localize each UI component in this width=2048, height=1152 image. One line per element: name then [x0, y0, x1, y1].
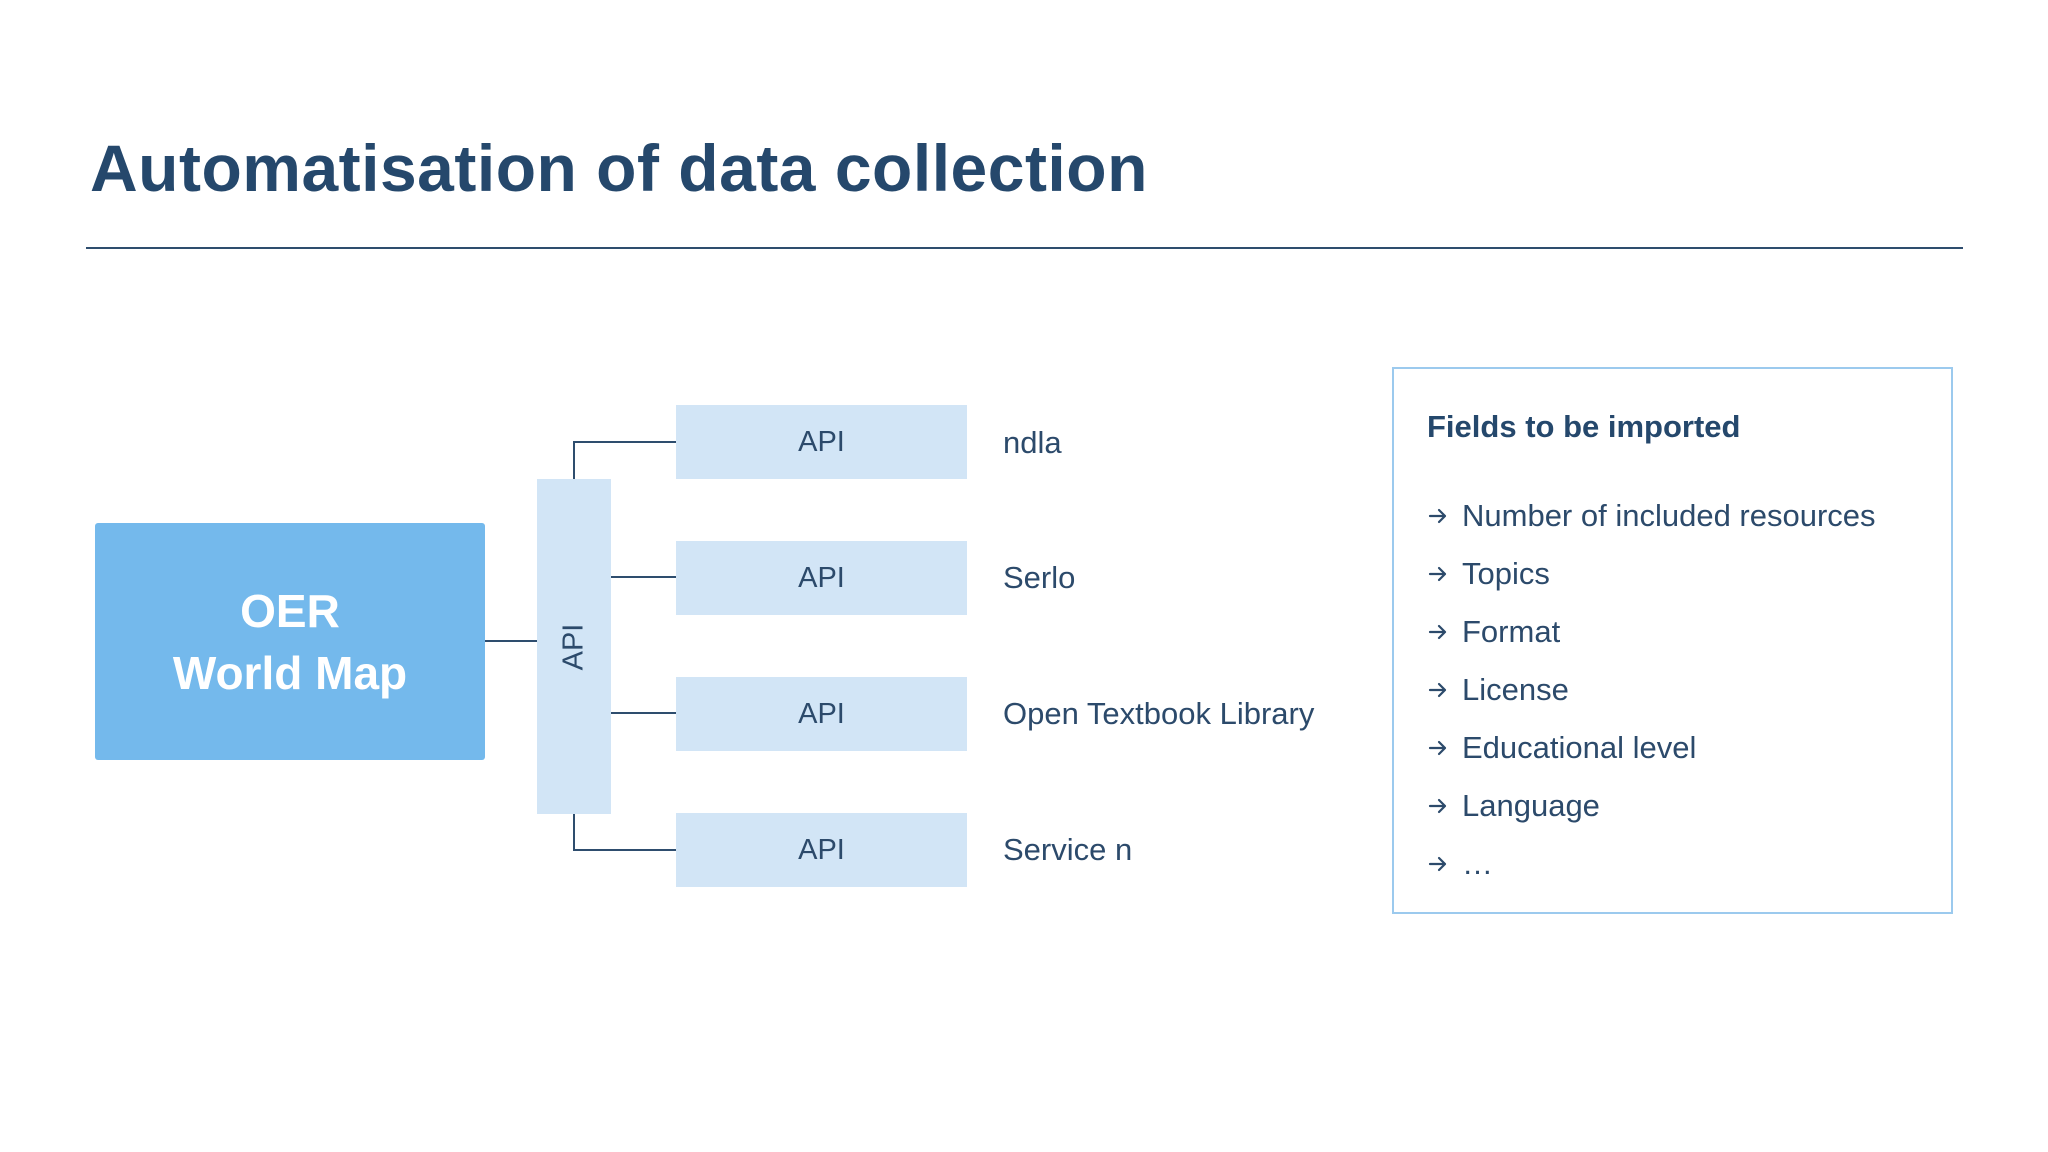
field-label: Format — [1462, 614, 1561, 649]
api-box-serlo: API — [676, 541, 967, 615]
api-box-service-n: API — [676, 813, 967, 887]
list-item: Format — [1427, 603, 1876, 661]
list-item: Language — [1427, 777, 1876, 835]
list-item: Educational level — [1427, 719, 1876, 777]
api-box-open-textbook-library: API — [676, 677, 967, 751]
arrow-right-icon — [1427, 505, 1449, 527]
api-gateway-bar: API — [537, 479, 611, 814]
title-divider — [86, 247, 1963, 249]
fields-panel-title: Fields to be imported — [1427, 409, 1741, 444]
list-item: License — [1427, 661, 1876, 719]
list-item: Number of included resources — [1427, 487, 1876, 545]
field-label: Educational level — [1462, 730, 1697, 765]
list-item: Topics — [1427, 545, 1876, 603]
connector-main-to-api-bar — [485, 640, 537, 642]
api-box-ndla: API — [676, 405, 967, 479]
arrow-right-icon — [1427, 679, 1449, 701]
connector-serlo — [611, 576, 676, 578]
main-box-line2: World Map — [172, 646, 408, 699]
connector-open-textbook-library — [611, 712, 676, 714]
service-label-ndla: ndla — [1003, 425, 1062, 460]
service-label-serlo: Serlo — [1003, 560, 1076, 595]
main-box-line1: OER — [240, 584, 340, 637]
arrow-right-icon — [1427, 853, 1449, 875]
list-item: … — [1427, 835, 1876, 893]
connector-ndla-vertical — [573, 441, 575, 479]
field-label: Number of included resources — [1462, 498, 1876, 533]
field-label: Topics — [1462, 556, 1550, 591]
arrow-right-icon — [1427, 737, 1449, 759]
arrow-right-icon — [1427, 795, 1449, 817]
connector-ndla-horizontal — [573, 441, 676, 443]
connector-service-n-vertical — [573, 814, 575, 850]
service-label-service-n: Service n — [1003, 832, 1133, 867]
arrow-right-icon — [1427, 621, 1449, 643]
field-label: … — [1462, 846, 1493, 881]
fields-to-import-panel: Fields to be imported Number of included… — [1392, 367, 1953, 914]
slide-title: Automatisation of data collection — [90, 131, 1148, 205]
field-label: License — [1462, 672, 1569, 707]
oer-world-map-box: OER World Map — [95, 523, 485, 760]
service-label-open-textbook-library: Open Textbook Library — [1003, 696, 1315, 731]
fields-list: Number of included resources Topics Form… — [1427, 487, 1876, 893]
arrow-right-icon — [1427, 563, 1449, 585]
connector-service-n-horizontal — [573, 849, 676, 851]
api-gateway-label: API — [557, 623, 590, 670]
field-label: Language — [1462, 788, 1600, 823]
